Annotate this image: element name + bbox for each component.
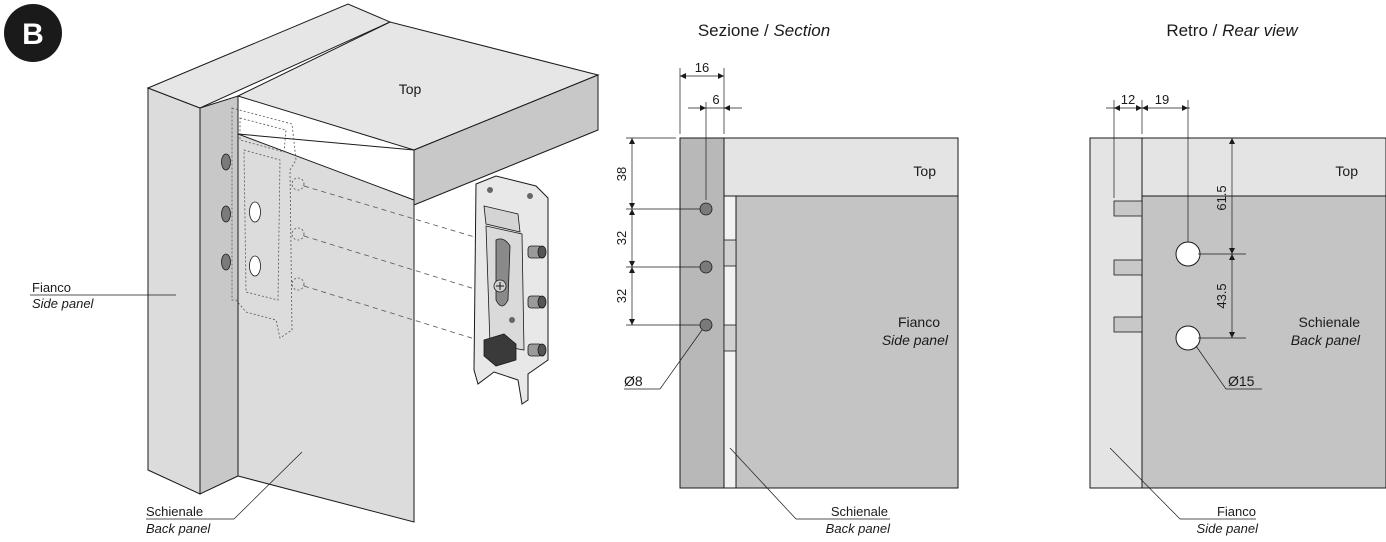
rear-back-label-it: Schienale: [1299, 314, 1361, 330]
iso-hole: [221, 153, 231, 171]
section-side-panel: [679, 137, 725, 489]
iso-side-label-it: Fianco: [32, 280, 71, 295]
rear-top-label: Top: [1335, 163, 1358, 179]
section-dim-width-inner: 6: [712, 92, 719, 107]
section-dim-v2: 32: [614, 231, 629, 245]
section-hole: [699, 202, 713, 216]
rear-side-label-it: Fianco: [1217, 504, 1256, 519]
rear-view: Retro / Rear view 12 19 61.5: [1089, 21, 1386, 536]
isometric-view: Top Fianco Side panel Schienale Back pan…: [30, 3, 600, 536]
section-dim-v3: 32: [614, 289, 629, 303]
section-back-label-en: Back panel: [826, 521, 891, 536]
iso-top-label: Top: [399, 81, 422, 97]
section-top-label: Top: [913, 163, 936, 179]
rear-dim-v1: 61.5: [1214, 185, 1229, 210]
hanger-bracket: [473, 175, 549, 405]
rear-side-panel: [1089, 137, 1143, 489]
section-view: Sezione / Section 16 6: [614, 21, 959, 536]
iso-hole: [221, 205, 231, 223]
iso-hole: [221, 253, 231, 271]
iso-back-panel: [237, 133, 415, 523]
rear-back-label-en: Back panel: [1291, 332, 1361, 348]
section-title: Sezione / Section: [698, 21, 830, 40]
section-dim-hole: Ø8: [624, 373, 643, 389]
rear-side-label-en: Side panel: [1197, 521, 1260, 536]
section-top-panel: [723, 137, 959, 197]
section-side-label-en: Side panel: [882, 332, 949, 348]
rear-title-it: Retro /: [1166, 21, 1222, 40]
iso-side-panel-front: [147, 87, 201, 495]
iso-back-label-en: Back panel: [146, 521, 211, 536]
iso-back-label-it: Schienale: [146, 504, 203, 519]
section-back-panel: [735, 195, 959, 489]
section-dim-width-total: 16: [695, 60, 709, 75]
rear-dim-v2: 43.5: [1214, 283, 1229, 308]
section-title-en: Section: [773, 21, 830, 40]
badge-letter: B: [22, 18, 44, 51]
rear-top-panel: [1141, 137, 1386, 197]
iso-side-label-en: Side panel: [32, 296, 95, 311]
rear-dim-w2: 19: [1155, 92, 1169, 107]
iso-hidden-bracket: [231, 107, 297, 339]
section-hole: [699, 318, 713, 332]
section-badge: B: [4, 4, 62, 62]
section-dim-v1: 38: [614, 167, 629, 181]
rear-dim-hole: Ø15: [1228, 373, 1255, 389]
rear-hole: [1175, 241, 1201, 267]
section-side-label-it: Fianco: [898, 314, 940, 330]
section-back-label-it: Schienale: [831, 504, 888, 519]
rear-dim-w1: 12: [1121, 92, 1135, 107]
rear-title-en: Rear view: [1222, 21, 1299, 40]
iso-large-hole: [249, 201, 261, 223]
rear-title: Retro / Rear view: [1166, 21, 1299, 40]
iso-large-hole: [249, 255, 261, 277]
section-hole: [699, 260, 713, 274]
section-title-it: Sezione /: [698, 21, 774, 40]
